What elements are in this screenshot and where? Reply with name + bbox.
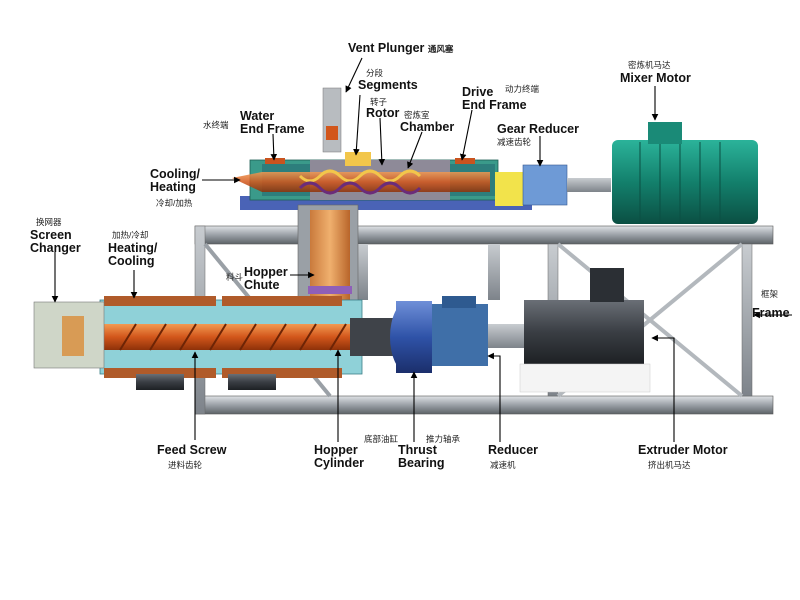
label-feed-screw: Feed Screw — [157, 443, 227, 457]
label-rotor: Rotor — [366, 106, 400, 120]
label-hopper-chute-line1: Hopper — [244, 265, 288, 279]
label-vent-plunger: Vent Plunger 通风塞 — [348, 42, 453, 55]
label-screen-changer-line2: Changer — [30, 241, 81, 255]
label-segments-zh: 分段 — [366, 68, 384, 78]
label-hopper-cylinder-line2: Cylinder — [314, 456, 365, 470]
label-drive-end-frame-zh: 动力终端 — [505, 84, 540, 94]
label-hopper-cylinder-line1: Hopper — [314, 443, 358, 457]
label-water-end-frame-line2: End Frame — [240, 122, 305, 136]
label-mixer-motor: Mixer Motor — [620, 71, 691, 85]
mixer-assembly — [232, 87, 758, 224]
extruder-barrel — [33, 296, 394, 390]
label-mixer-motor-zh: 密炼机马达 — [628, 60, 671, 70]
label-segments: Segments — [358, 78, 418, 92]
pointer-arrows — [51, 57, 792, 442]
label-feed-screw-zh: 进料齿轮 — [168, 460, 203, 470]
label-gear-reducer-zh: 减速齿轮 — [497, 137, 532, 147]
label-rotor-zh: 转子 — [370, 97, 388, 107]
label-water-end-frame-line1: Water — [240, 109, 275, 123]
label-cooling-heating-zh: 冷却/加热 — [156, 198, 193, 208]
label-water-end-frame-zh: 水终端 — [203, 120, 229, 130]
label-extruder-motor-zh: 挤出机马达 — [648, 460, 691, 470]
label-drive-end-frame-line1: Drive — [462, 85, 494, 99]
vent-plunger-zh: 通风塞 — [427, 44, 454, 54]
label-thrust-bearing-line1: Thrust — [398, 443, 437, 457]
label-drive-end-frame-line2: End Frame — [462, 98, 527, 112]
label-hopper-chute-line2: Chute — [244, 278, 280, 292]
label-frame: Frame — [752, 306, 790, 320]
vent-plunger-text: Vent Plunger — [348, 41, 425, 55]
label-reducer: Reducer — [488, 443, 539, 457]
label-reducer-zh: 减速机 — [490, 460, 516, 470]
label-screen-changer-line1: Screen — [30, 228, 72, 242]
label-cooling-heating-line1: Cooling/ — [150, 167, 200, 181]
label-thrust-bearing-line2: Bearing — [398, 456, 445, 470]
label-extruder-motor: Extruder Motor — [638, 443, 728, 457]
label-frame-zh: 框架 — [761, 289, 779, 299]
label-heating-cooling-line2: Cooling — [108, 254, 155, 268]
label-chamber: Chamber — [400, 120, 455, 134]
label-cooling-heating-line2: Heating — [150, 180, 196, 194]
label-heating-cooling-line1: Heating/ — [108, 241, 158, 255]
label-chamber-zh: 密炼室 — [404, 110, 430, 120]
drive-train — [390, 268, 651, 393]
label-screen-changer-zh: 换网器 — [36, 217, 62, 227]
label-hopper-chute-zh: 料斗 — [226, 272, 244, 282]
label-thrust-bearing-zh: 推力轴承 — [426, 434, 461, 444]
label-heating-cooling-zh: 加热/冷却 — [112, 230, 149, 240]
label-hopper-cylinder-zh: 底部油缸 — [364, 434, 399, 444]
label-gear-reducer: Gear Reducer — [497, 122, 579, 136]
